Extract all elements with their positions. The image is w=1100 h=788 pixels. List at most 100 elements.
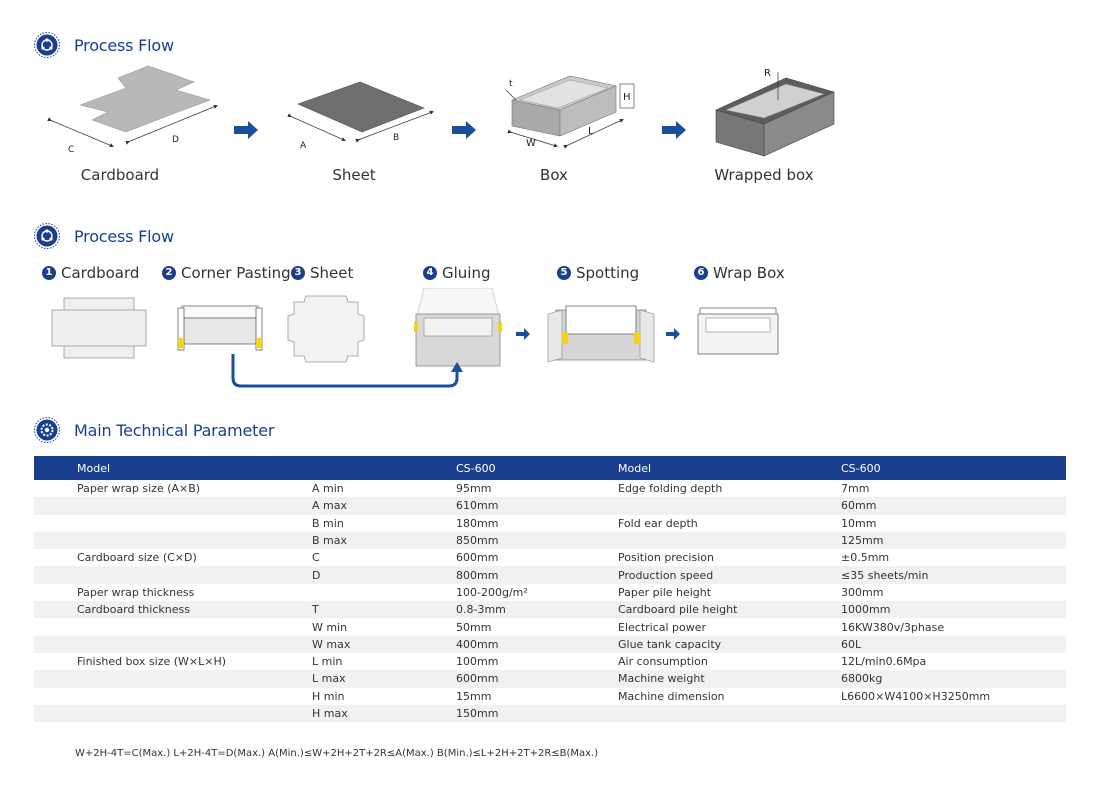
table-cell: D [312, 566, 456, 584]
table-cell: 15mm [456, 689, 492, 703]
table-cell: 50mm [456, 620, 492, 634]
table-cell [34, 497, 312, 515]
table-cell: B max [312, 531, 456, 550]
gluing-shape [413, 288, 503, 367]
dim-w-label: W [526, 138, 536, 149]
wrapped-box-shape: R [715, 68, 835, 157]
header-cell: Model [618, 456, 841, 480]
dim-t-label: t [509, 79, 513, 89]
section-title: Main Technical Parameter [74, 420, 275, 440]
table-cell: Paper wrap size (A×B) [77, 482, 201, 496]
table-cell: C [312, 551, 320, 565]
table-cell [34, 688, 312, 705]
dim-c-label: C [68, 145, 74, 155]
dim-l-label: L [588, 126, 594, 137]
table-cell: T [312, 601, 456, 619]
table-cell: Paper pile height [618, 585, 712, 599]
flat-cardboard-shape [51, 297, 147, 359]
parameter-table: Model CS-600 Model CS-600 Paper wrap siz… [34, 456, 1066, 723]
table-cell: 60L [841, 635, 1066, 653]
table-cell [34, 515, 312, 532]
table-cell [618, 531, 841, 550]
table-cell: L min [312, 655, 343, 669]
formula-note: W+2H-4T=C(Max.) L+2H-4T=D(Max.) A(Min.)≤… [75, 748, 599, 759]
table-cell: 1000mm [841, 601, 1066, 619]
table-cell: Position precision [618, 551, 714, 565]
corner-pasting-shape [177, 305, 263, 351]
table-cell: 800mm [456, 566, 618, 584]
table-cell: Air consumption [618, 655, 708, 669]
table-header-row: Model CS-600 Model CS-600 [34, 456, 1066, 480]
spotting-shape [547, 305, 655, 363]
table-cell: A max [312, 497, 456, 515]
flow1-diagram: C D A B t H W L R [47, 65, 835, 157]
table-cell: 600mm [456, 670, 618, 688]
table-cell: 300mm [841, 585, 884, 599]
table-cell [618, 497, 841, 515]
table-cell: Machine weight [618, 670, 841, 688]
table-cell: 100mm [456, 655, 499, 669]
table-cell: 16KW380v/3phase [841, 620, 945, 634]
table-cell: 125mm [841, 531, 1066, 550]
flow-arrow-icon [666, 328, 680, 340]
table-cell: 400mm [456, 635, 618, 653]
table-cell: Cardboard thickness [34, 601, 312, 619]
table-cell [34, 670, 312, 688]
table-cell [34, 618, 312, 635]
table-cell: 60mm [841, 497, 1066, 515]
table-cell: 12L/min0.6Mpa [841, 655, 927, 669]
dim-b-label: B [393, 133, 399, 143]
section-title: Process Flow [74, 35, 174, 55]
table-cell: 0.8-3mm [456, 601, 618, 619]
table-cell: 610mm [456, 497, 618, 515]
flow2-diagram [51, 288, 779, 388]
section-process-flow-1: Process Flow [34, 31, 174, 59]
flow-arrow-icon [662, 121, 686, 139]
table-cell: ±0.5mm [841, 551, 890, 565]
header-cell [312, 456, 456, 480]
caption-sheet: Sheet [332, 166, 376, 184]
cardboard-shape: C D [47, 65, 218, 155]
table-cell: Cardboard size (C×D) [77, 551, 197, 565]
table-cell: Production speed [618, 566, 841, 584]
table-cell: 6800kg [841, 670, 1066, 688]
dim-a-label: A [300, 141, 307, 151]
process-cycle-icon [34, 223, 60, 249]
table-cell: Fold ear depth [618, 516, 698, 530]
dim-r-label: R [764, 68, 771, 79]
table-cell [618, 704, 841, 723]
table-cell [841, 704, 1066, 723]
header-cell: CS-600 [841, 456, 1066, 480]
header-cell: Model [34, 456, 312, 480]
section-title: Process Flow [74, 226, 174, 246]
table-cell: 850mm [456, 531, 618, 550]
table-cell: A min [312, 482, 344, 496]
wrap-sheet-shape [287, 295, 365, 363]
gear-icon [34, 417, 60, 443]
header-cell: CS-600 [456, 456, 618, 480]
section-main-technical-parameter: Main Technical Parameter [34, 416, 274, 444]
table-cell: L6600×W4100×H3250mm [841, 689, 991, 703]
caption-cardboard: Cardboard [80, 166, 160, 184]
table-row: Cardboard size (C×D) C 600mm Position preci… [34, 549, 1066, 566]
process-cycle-icon [34, 32, 60, 58]
flow-arrow-icon [516, 328, 530, 340]
table-cell: 600mm [456, 551, 499, 565]
